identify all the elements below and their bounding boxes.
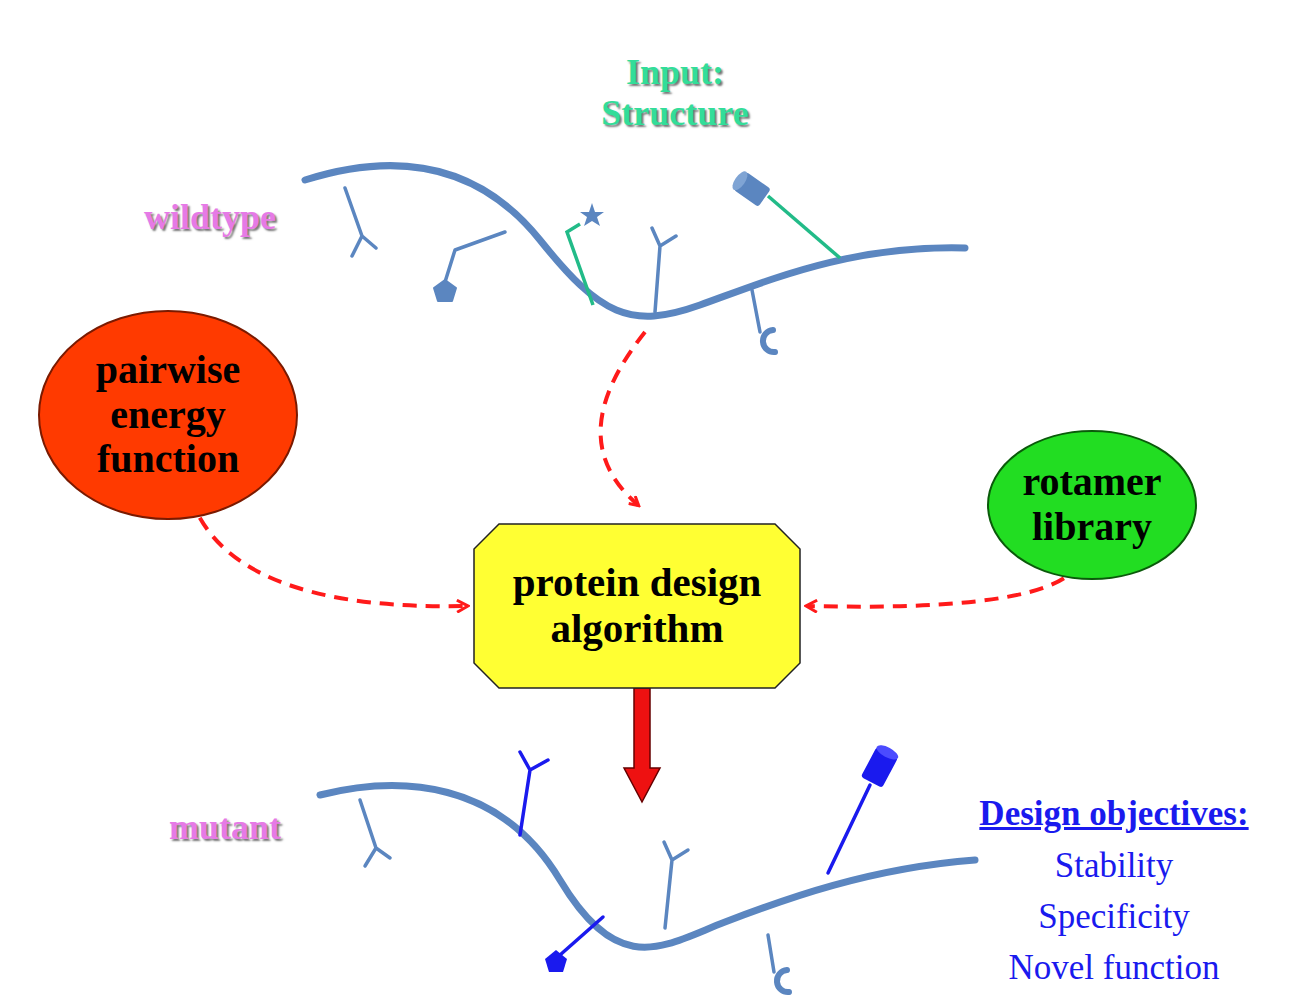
algorithm-octagon: protein design algorithm <box>473 523 801 689</box>
objectives-heading: Design objectives: <box>979 794 1248 834</box>
input-label: Input: Structure <box>565 52 785 135</box>
node-label: rotamer library <box>1022 460 1162 550</box>
dashed-arrow <box>200 518 467 606</box>
dashed-arrow <box>807 578 1064 606</box>
energy-ellipse: pairwise energy function <box>37 309 299 521</box>
node-label: pairwise energy function <box>82 348 255 482</box>
objective-item: Novel function <box>1009 948 1220 988</box>
node-label: protein design algorithm <box>487 560 787 652</box>
wildtype-label: wildtype <box>144 196 276 238</box>
mutant-label: mutant <box>169 806 281 848</box>
objective-item: Specificity <box>1038 897 1190 937</box>
objective-item: Stability <box>1055 846 1174 886</box>
rotamer-ellipse: rotamer library <box>986 429 1198 581</box>
